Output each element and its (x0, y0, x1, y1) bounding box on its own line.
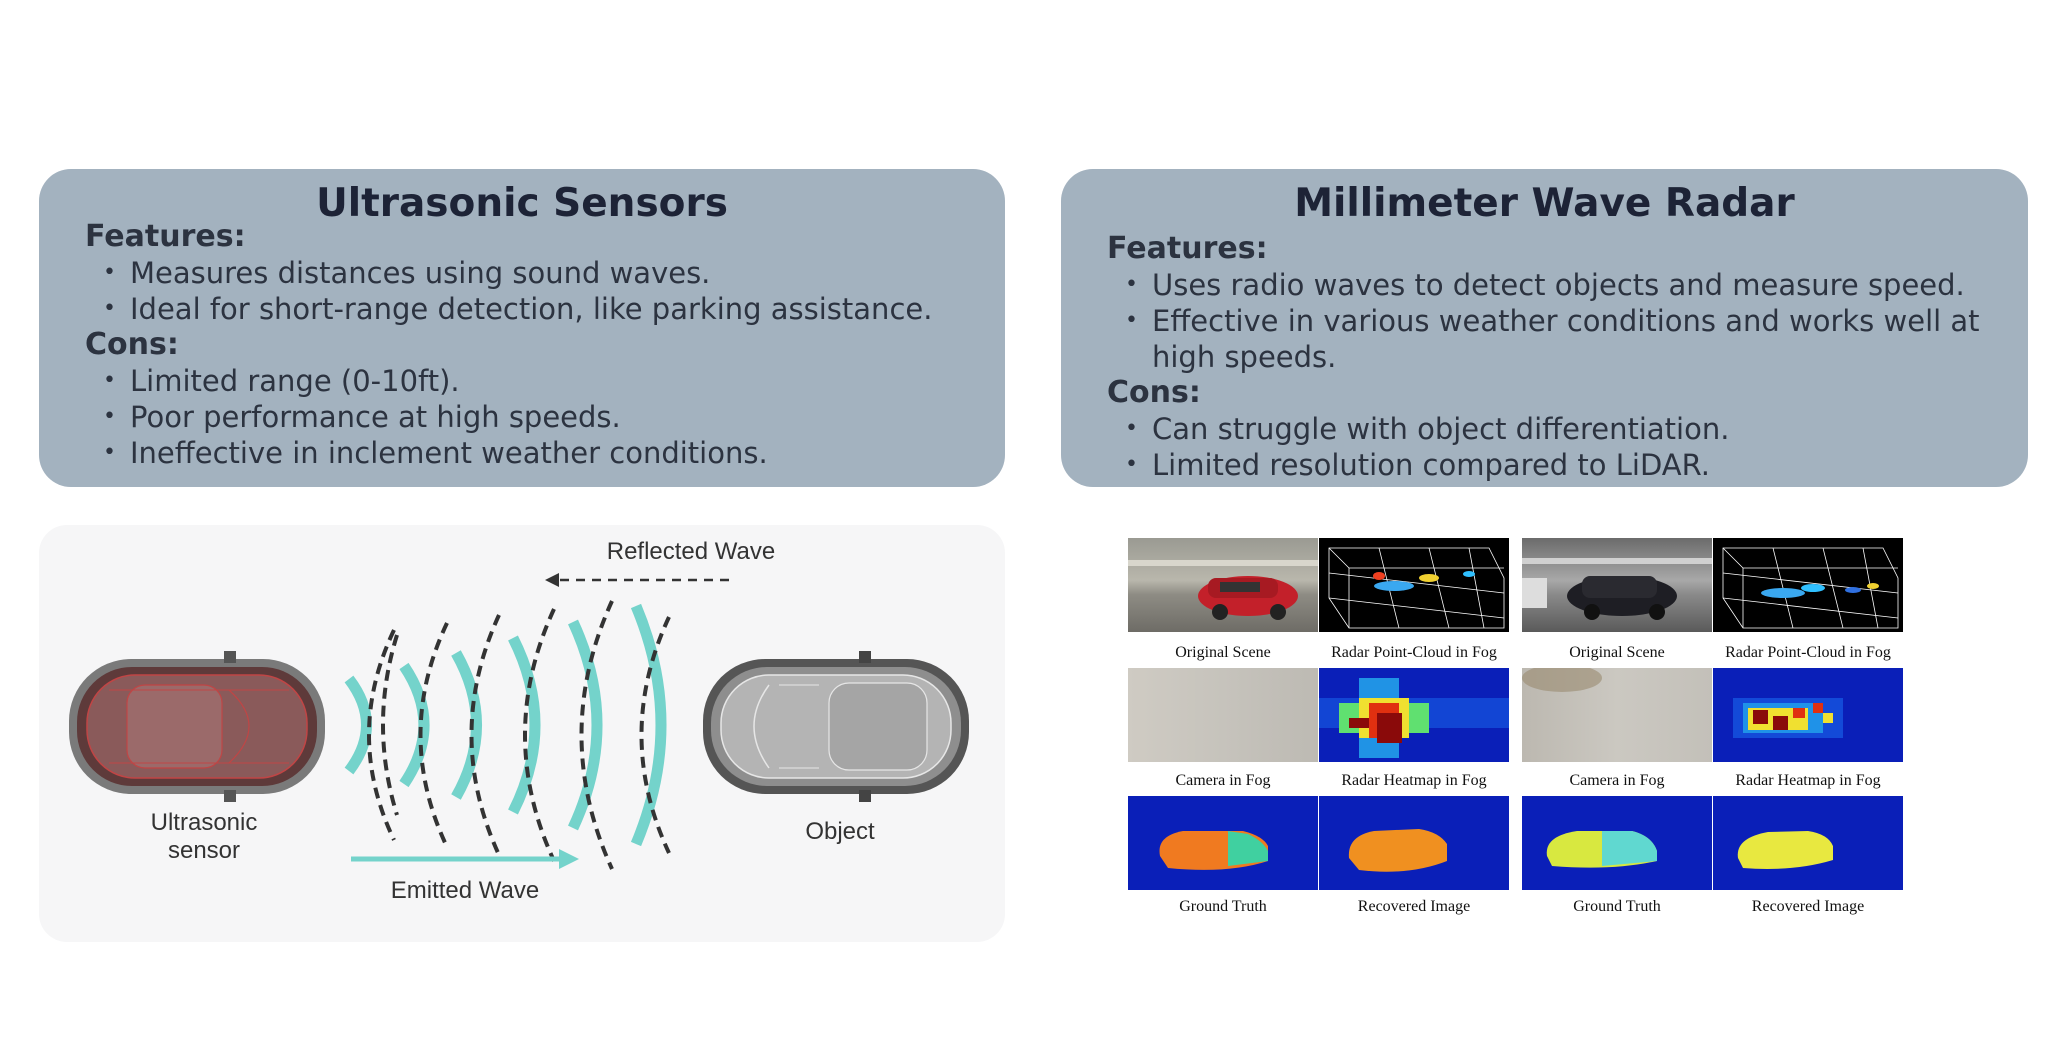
ultrasonic-features-list: Measures distances using sound waves. Id… (85, 255, 985, 327)
object-car-icon (703, 651, 969, 802)
figure-caption: Camera in Fog (1569, 772, 1665, 789)
radar-cons-label: Cons: (1107, 375, 1201, 410)
figure-caption: Recovered Image (1751, 898, 1865, 915)
ultrasonic-con-item: Limited range (0-10ft). (85, 363, 985, 399)
figure-caption: Radar Point-Cloud in Fog (1331, 644, 1497, 661)
figure-caption: Radar Heatmap in Fog (1735, 772, 1881, 789)
original-scene-image (1522, 538, 1712, 632)
radar-heatmap-image (1713, 668, 1903, 762)
emitted-wave-arcs (344, 603, 667, 847)
ultrasonic-title: Ultrasonic Sensors (316, 181, 728, 226)
ultrasonic-cons-list: Limited range (0-10ft). Poor performance… (85, 363, 985, 471)
radar-con-item: Limited resolution compared to LiDAR. (1107, 447, 1987, 483)
figure-caption: Ground Truth (1179, 898, 1267, 915)
ultrasonic-diagram: Reflected Wave Emitted Wave Ultrasonic s… (39, 525, 1005, 942)
ultrasonic-features-label: Features: (85, 219, 246, 254)
reflected-wave-arcs (367, 600, 671, 870)
emitted-wave-label: Emitted Wave (390, 877, 540, 904)
ultrasonic-panel: Ultrasonic Sensors Features: Measures di… (39, 169, 1005, 487)
radar-features-list: Uses radio waves to detect objects and m… (1107, 267, 1987, 375)
radar-heatmap-image (1319, 668, 1509, 762)
original-scene-image (1128, 538, 1318, 632)
sensor-car-icon (69, 651, 325, 802)
figure-caption: Camera in Fog (1175, 772, 1271, 789)
ground-truth-image (1522, 796, 1712, 890)
camera-in-fog-image (1522, 668, 1712, 762)
sensor-label: Ultrasonic sensor (150, 809, 258, 864)
ultrasonic-con-item: Poor performance at high speeds. (85, 399, 985, 435)
radar-con-item: Can struggle with object differentiation… (1107, 411, 1987, 447)
ultrasonic-diagram-svg (69, 573, 969, 870)
ultrasonic-feature-item: Measures distances using sound waves. (85, 255, 985, 291)
radar-feature-item: Effective in various weather conditions … (1107, 303, 1987, 375)
camera-in-fog-image (1128, 668, 1318, 762)
ultrasonic-feature-item: Ideal for short-range detection, like pa… (85, 291, 985, 327)
ultrasonic-cons-label: Cons: (85, 327, 179, 362)
emitted-wave-arrow (351, 849, 579, 869)
recovered-image (1319, 796, 1509, 890)
figure-caption: Original Scene (1569, 644, 1665, 661)
ground-truth-image (1128, 796, 1318, 890)
recovered-image (1713, 796, 1903, 890)
ultrasonic-con-item: Ineffective in inclement weather conditi… (85, 435, 985, 471)
figure-caption: Ground Truth (1573, 898, 1661, 915)
figure-caption: Radar Heatmap in Fog (1341, 772, 1487, 789)
reflected-wave-label: Reflected Wave (606, 538, 776, 565)
reflected-wave-arrow (545, 573, 729, 587)
radar-point-cloud-image (1319, 538, 1509, 632)
figure-caption: Radar Point-Cloud in Fog (1725, 644, 1891, 661)
radar-point-cloud-image (1713, 538, 1903, 632)
object-label: Object (805, 818, 875, 845)
radar-panel: Millimeter Wave Radar Features: Uses rad… (1061, 169, 2028, 487)
figure-caption: Original Scene (1175, 644, 1271, 661)
radar-figure: Original Scene Radar Point-Cloud in Fog … (1128, 538, 1903, 918)
radar-cons-list: Can struggle with object differentiation… (1107, 411, 1987, 483)
radar-title: Millimeter Wave Radar (1294, 181, 1795, 226)
figure-caption: Recovered Image (1357, 898, 1471, 915)
radar-feature-item: Uses radio waves to detect objects and m… (1107, 267, 1987, 303)
radar-features-label: Features: (1107, 231, 1268, 266)
